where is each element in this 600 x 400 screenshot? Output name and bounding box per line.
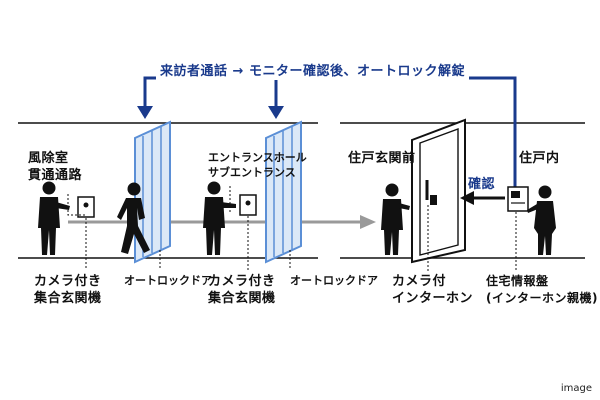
zone-inside-label: 住戸内: [519, 151, 560, 166]
flow-header-label: 来訪者通話 → モニター確認後、オートロック解錠: [156, 63, 469, 80]
door-intercom-label: カメラ付 インターホン: [392, 274, 474, 306]
image-caption: image: [560, 383, 592, 394]
zone-windbreak-label: 風除室 貫通通路: [28, 151, 83, 183]
intercom-2-label: カメラ付き 集合玄関機: [208, 274, 276, 306]
intercom-panel-2: [239, 194, 257, 216]
intercom-1-label: カメラ付き 集合玄関機: [34, 274, 102, 306]
person-silhouette-resident: [527, 185, 556, 255]
person-silhouette-2: [203, 181, 236, 255]
person-silhouette-1: [38, 181, 70, 255]
zone-front-door-label: 住戸玄関前: [348, 151, 416, 166]
arrowhead-door-1: [137, 106, 153, 119]
confirm-arrow: [460, 191, 505, 205]
arrowhead-door-2: [268, 106, 284, 119]
person-silhouette-walking: [117, 182, 150, 254]
zone-entrance-hall-label: エントランスホール サブエントランス: [208, 151, 307, 179]
autolock-1-label: オートロックドア: [124, 274, 212, 287]
pointer-lines: [67, 186, 517, 272]
intercom-panel-1: [77, 196, 95, 218]
confirm-label: 確認: [468, 177, 496, 192]
home-panel-label: 住宅情報盤 (インターホン親機): [486, 274, 598, 305]
autolock-door-2: [265, 120, 302, 264]
home-panel: [507, 186, 529, 212]
autolock-2-label: オートロックドア: [290, 274, 378, 287]
apartment-door: [411, 118, 466, 264]
autolock-door-1: [134, 120, 171, 264]
person-silhouette-3: [381, 183, 410, 255]
